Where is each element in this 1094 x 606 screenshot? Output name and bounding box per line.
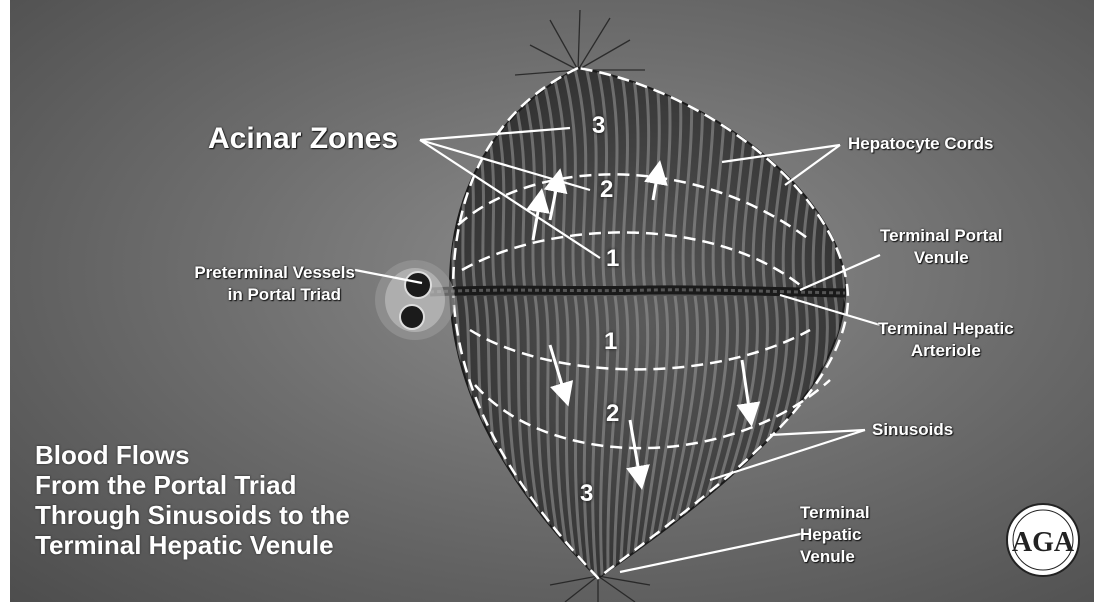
label-preterminal-vessels: Preterminal Vessels in Portal Triad [75,262,355,306]
label-terminal-hepatic-arteriole-line1: Terminal Hepatic [878,318,1014,340]
caption-line-2: From the Portal Triad [35,470,350,500]
caption-line-3: Through Sinusoids to the [35,500,350,530]
caption: Blood Flows From the Portal Triad Throug… [35,440,350,560]
label-terminal-hepatic-arteriole: Terminal Hepatic Arteriole [878,318,1014,362]
top-venule-burst [515,10,645,75]
zone-number-lower-2: 2 [606,400,619,428]
label-sinusoids: Sinusoids [872,420,953,440]
label-acinar-zones: Acinar Zones [208,122,398,156]
zone-number-lower-1: 1 [604,328,617,356]
label-terminal-hepatic-venule-line3: Venule [800,546,870,568]
diagram-slide: AGA 3 2 1 1 2 3 Acinar Zones Hepatocyte … [10,0,1094,602]
caption-line-4: Terminal Hepatic Venule [35,530,350,560]
zone-number-lower-3: 3 [580,480,593,508]
label-terminal-hepatic-venule-line2: Hepatic [800,524,870,546]
label-terminal-hepatic-venule: Terminal Hepatic Venule [800,502,870,568]
label-terminal-portal-venule-line2: Venule [880,247,1003,269]
aga-logo: AGA [1007,504,1079,576]
aga-logo-text: AGA [1012,527,1075,558]
label-hepatocyte-cords: Hepatocyte Cords [848,134,993,154]
caption-line-1: Blood Flows [35,440,350,470]
label-terminal-portal-venule-line1: Terminal Portal [880,225,1003,247]
label-preterminal-vessels-line2: in Portal Triad [75,284,355,306]
zone-number-upper-3: 3 [592,112,605,140]
bottom-venule-burst [550,576,650,602]
zone-number-upper-2: 2 [600,176,613,204]
portal-triad [375,260,455,340]
zone-number-upper-1: 1 [606,245,619,273]
label-terminal-hepatic-arteriole-line2: Arteriole [878,340,1014,362]
label-terminal-portal-venule: Terminal Portal Venule [880,225,1003,269]
label-terminal-hepatic-venule-line1: Terminal [800,502,870,524]
label-preterminal-vessels-line1: Preterminal Vessels [75,262,355,284]
